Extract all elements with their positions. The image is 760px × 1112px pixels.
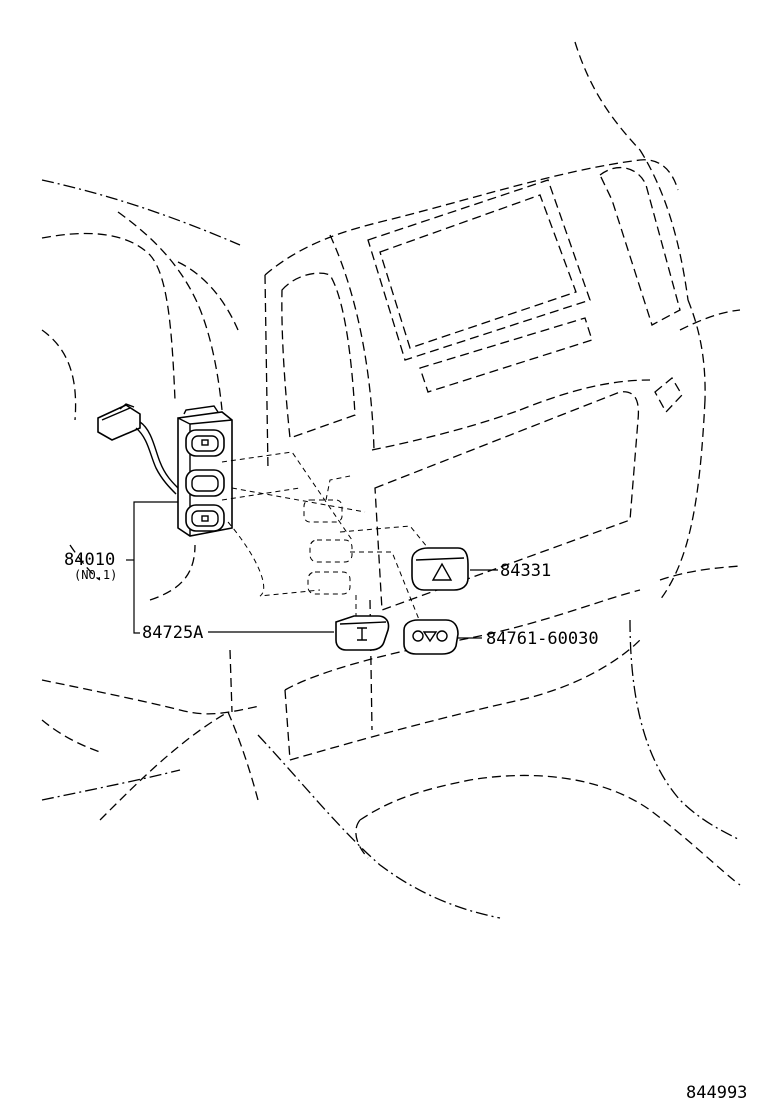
switch-knob	[335, 615, 390, 651]
projection-lines	[221, 451, 429, 623]
hazard-switch	[411, 547, 469, 591]
part-label-84010: 84010	[64, 550, 115, 570]
part-label-84761-60030: 84761-60030	[486, 629, 599, 649]
part-note-no1: (NO.1)	[74, 568, 117, 582]
part-label-84725a: 84725A	[142, 623, 203, 643]
leader-lines	[126, 501, 498, 639]
part-label-84331: 84331	[500, 561, 551, 581]
figure-number: 844993	[686, 1083, 747, 1103]
dashboard-outline	[41, 41, 741, 919]
mirror-switch	[403, 619, 459, 655]
switch-assembly	[177, 405, 233, 537]
switch-sockets	[303, 475, 353, 595]
wire-connector	[97, 403, 179, 495]
